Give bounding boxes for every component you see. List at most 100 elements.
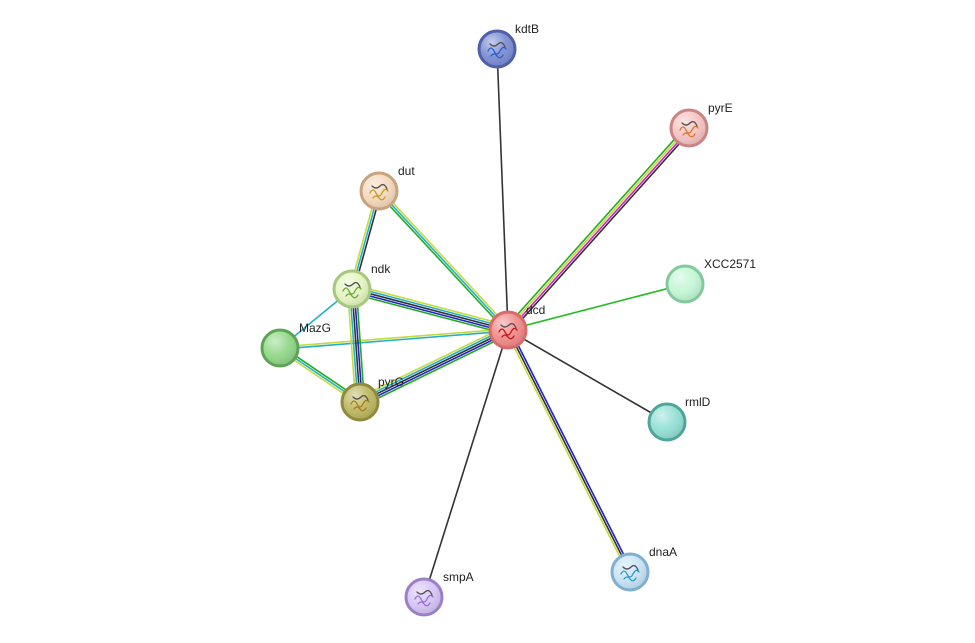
- node-pyrE[interactable]: pyrE: [669, 101, 733, 148]
- edge-dcd-smpA[interactable]: [423, 329, 509, 598]
- edge-evidence-line: [509, 129, 693, 333]
- edge-evidence-line: [360, 331, 510, 405]
- edge-dcd-MazG[interactable]: [279, 328, 509, 350]
- structure-ribbon: [416, 589, 433, 596]
- node-label: smpA: [443, 570, 474, 584]
- node-label: dcd: [526, 303, 545, 317]
- structure-ribbon: [489, 41, 506, 48]
- node-label: kdtB: [515, 22, 539, 36]
- edge-evidence-line: [361, 333, 511, 407]
- protein-structure-icon: [620, 564, 640, 582]
- node-shine: [263, 331, 297, 365]
- structure-ribbon: [414, 594, 434, 603]
- node-label: dut: [398, 164, 415, 178]
- edge-dcd-dnaA[interactable]: [505, 328, 633, 574]
- structure-ribbon: [679, 125, 699, 134]
- protein-structure-icon: [414, 589, 434, 607]
- edge-evidence-line: [280, 330, 509, 350]
- node-rmlD[interactable]: rmlD: [647, 395, 711, 442]
- structure-ribbon: [345, 293, 359, 299]
- node-kdtB[interactable]: kdtB: [477, 22, 539, 69]
- edge-dcd-XCC2571[interactable]: [507, 283, 686, 331]
- node-dnaA[interactable]: dnaA: [610, 545, 677, 592]
- edge-evidence-line: [507, 329, 668, 423]
- edge-evidence-line: [508, 128, 691, 332]
- node-shine: [650, 405, 684, 439]
- structure-ribbon: [681, 120, 698, 127]
- edge-dcd-pyrG[interactable]: [357, 325, 511, 407]
- structure-ribbon: [622, 564, 639, 571]
- structure-ribbon: [498, 327, 518, 336]
- node-label: rmlD: [685, 395, 711, 409]
- node-shine: [480, 32, 514, 66]
- edge-evidence-line: [351, 288, 509, 331]
- structure-ribbon: [682, 132, 696, 138]
- edge-evidence-line: [378, 190, 509, 331]
- node-shine: [672, 111, 706, 145]
- protein-structure-icon: [487, 41, 507, 59]
- edge-evidence-line: [350, 292, 508, 336]
- node-XCC2571[interactable]: XCC2571: [665, 257, 756, 304]
- edge-dcd-pyrE[interactable]: [504, 125, 693, 333]
- node-label: ndk: [371, 262, 391, 276]
- protein-structure-icon: [350, 394, 370, 412]
- node-label: pyrG: [378, 375, 404, 389]
- edge-evidence-line: [504, 125, 688, 329]
- structure-ribbon: [487, 46, 507, 55]
- protein-structure-icon: [342, 281, 362, 299]
- edge-evidence-line: [496, 48, 509, 331]
- node-shine: [362, 174, 396, 208]
- structure-ribbon: [490, 53, 504, 59]
- structure-ribbon: [353, 406, 367, 412]
- structure-ribbon: [344, 281, 361, 288]
- edge-evidence-line: [376, 191, 507, 333]
- edge-evidence-line: [352, 283, 510, 327]
- node-shine: [613, 555, 647, 589]
- protein-structure-icon: [369, 183, 389, 201]
- node-shine: [491, 313, 525, 347]
- edge-dcd-kdtB[interactable]: [496, 48, 509, 331]
- edge-evidence-line: [507, 329, 631, 573]
- node-label: XCC2571: [704, 257, 756, 271]
- node-pyrG[interactable]: pyrG: [340, 375, 404, 422]
- edge-evidence-line: [358, 327, 508, 401]
- node-shine: [335, 272, 369, 306]
- edge-dcd-ndk[interactable]: [350, 283, 510, 336]
- node-ndk[interactable]: ndk: [332, 262, 391, 309]
- node-dut[interactable]: dut: [359, 164, 415, 211]
- structure-ribbon: [350, 399, 370, 408]
- protein-structure-icon: [679, 120, 699, 138]
- structure-ribbon: [501, 334, 515, 340]
- edge-evidence-line: [507, 283, 686, 331]
- edge-dcd-rmlD[interactable]: [507, 329, 668, 423]
- structure-ribbon: [372, 195, 386, 201]
- structure-ribbon: [417, 601, 431, 607]
- structure-ribbon: [371, 183, 388, 190]
- structure-ribbon: [352, 394, 369, 401]
- node-shine: [407, 580, 441, 614]
- node-dcd[interactable]: dcd: [488, 303, 545, 350]
- node-shine: [343, 385, 377, 419]
- edge-dcd-dut[interactable]: [376, 188, 511, 333]
- node-smpA[interactable]: smpA: [404, 570, 474, 617]
- structure-ribbon: [620, 569, 640, 578]
- edge-evidence-line: [359, 329, 509, 403]
- structure-ribbon: [500, 322, 517, 329]
- node-label: dnaA: [649, 545, 677, 559]
- edge-evidence-line: [506, 126, 689, 330]
- node-label: pyrE: [708, 101, 733, 115]
- edge-evidence-line: [380, 188, 511, 330]
- structure-ribbon: [369, 188, 389, 197]
- edge-evidence-line: [357, 325, 507, 399]
- structure-ribbon: [342, 286, 362, 295]
- node-MazG[interactable]: MazG: [260, 321, 331, 368]
- node-shine: [668, 267, 702, 301]
- edges-layer: [278, 48, 693, 598]
- protein-structure-icon: [498, 322, 518, 340]
- node-label: MazG: [299, 321, 331, 335]
- edge-evidence-line: [352, 286, 509, 329]
- structure-ribbon: [623, 576, 637, 582]
- edge-evidence-line: [279, 328, 508, 348]
